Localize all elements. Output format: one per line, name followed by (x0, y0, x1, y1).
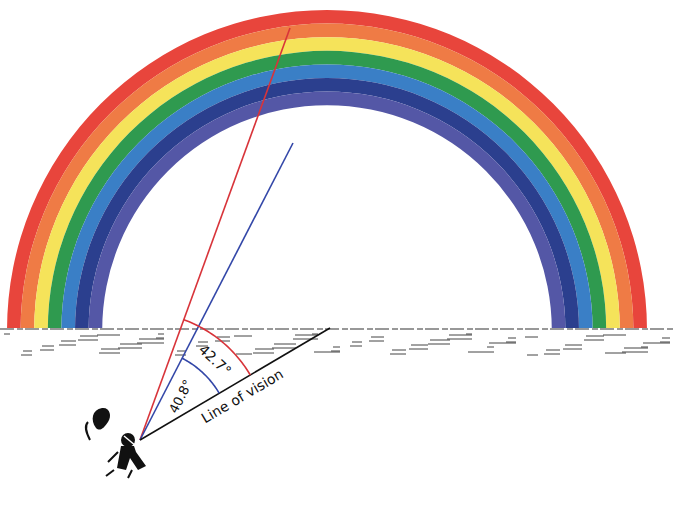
water-ripple (392, 350, 406, 351)
rainbow-band (89, 92, 566, 330)
line-of-vision (140, 328, 330, 440)
water-ripple (371, 337, 384, 338)
horizon-gap (0, 328, 674, 333)
water-ripple (544, 354, 560, 355)
water-ripple (662, 338, 670, 339)
rainbow-band (75, 78, 579, 330)
water-ripple (293, 339, 318, 340)
rainbow-band (48, 51, 606, 330)
water-ripple (466, 334, 472, 335)
water-ripple (527, 355, 538, 356)
water-ripple (487, 347, 494, 348)
water-ripple (101, 349, 120, 350)
water-ripple (236, 354, 252, 355)
water-ripple (369, 341, 384, 342)
water-ripple (506, 342, 516, 343)
water-ripple (295, 335, 318, 336)
water-ripple (333, 347, 340, 348)
water-ripple (449, 335, 472, 336)
water-ripple (97, 335, 120, 336)
water-ripple (411, 345, 428, 346)
water-ripple (158, 334, 164, 335)
water-ripple (563, 349, 582, 350)
water-ripple (605, 353, 626, 354)
water-ripple (253, 353, 274, 354)
water-ripple (61, 341, 76, 342)
water-ripple (352, 342, 362, 343)
water-ripple (428, 344, 450, 345)
water-ripple (546, 350, 560, 351)
water-ripple (23, 351, 32, 352)
rainbow-band (34, 37, 620, 330)
water-ripple (314, 352, 340, 353)
water-ripple (274, 344, 296, 345)
water-ripple (139, 339, 164, 340)
water-ripple (59, 345, 76, 346)
water-ripple (643, 343, 670, 344)
rainbow-band (61, 64, 592, 330)
water-ripple (99, 353, 120, 354)
water-ripple (4, 334, 10, 335)
water-ripple (447, 339, 472, 340)
water-ripple (586, 336, 604, 337)
water-ripple (641, 347, 648, 348)
red-ray (140, 28, 290, 440)
water-ripple (468, 352, 494, 353)
water-ripple (177, 351, 186, 352)
horizon-water (0, 328, 674, 355)
water-ripple (156, 338, 164, 339)
water-ripple (622, 352, 648, 353)
water-ripple (120, 344, 142, 345)
rainbow-band (21, 24, 634, 330)
water-ripple (234, 336, 252, 337)
water-ripple (331, 351, 340, 352)
water-ripple (489, 343, 516, 344)
water-ripple (40, 350, 54, 351)
water-ripple (78, 340, 98, 341)
water-ripple (565, 345, 582, 346)
water-ripple (409, 349, 428, 350)
water-ripple (255, 349, 274, 350)
water-ripple (118, 348, 142, 349)
water-ripple (624, 348, 648, 349)
water-ripple (21, 355, 32, 356)
water-ripple (42, 346, 54, 347)
water-ripple (390, 354, 406, 355)
water-ripple (80, 336, 98, 337)
rainbow-bands (7, 10, 647, 330)
water-ripple (508, 338, 516, 339)
water-ripple (312, 334, 318, 335)
water-ripple (584, 340, 604, 341)
water-ripple (137, 343, 164, 344)
water-ripple (430, 340, 450, 341)
water-ripple (350, 346, 362, 347)
water-ripple (217, 337, 230, 338)
water-ripple (603, 335, 626, 336)
rainbow-band (7, 10, 647, 330)
sight-rays (140, 28, 330, 440)
water-ripple (660, 342, 670, 343)
water-ripple (272, 348, 296, 349)
water-ripple (525, 337, 538, 338)
axis-label: Line of vision (199, 367, 286, 426)
observer-figure (86, 408, 146, 478)
horizon-line (0, 328, 674, 329)
